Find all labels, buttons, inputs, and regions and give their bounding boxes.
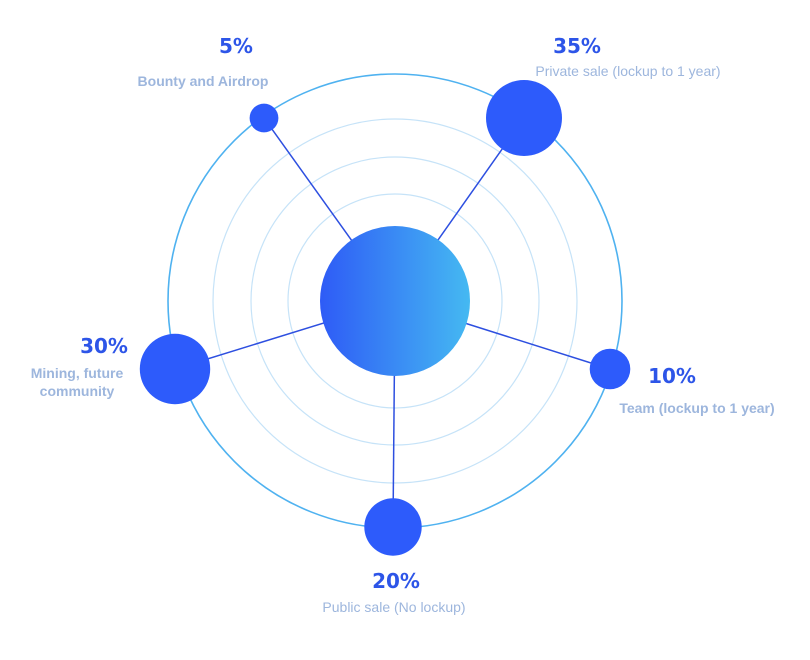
slice-label: Team (lockup to 1 year) xyxy=(619,400,774,416)
slice-percent: 30% xyxy=(80,334,128,358)
slice-bubble xyxy=(486,80,562,156)
slice-percent: 10% xyxy=(648,364,696,388)
slice-percent: 35% xyxy=(553,34,601,58)
center-circle xyxy=(320,226,470,376)
slice-bubble xyxy=(364,498,422,556)
inner-ring xyxy=(250,156,540,446)
slice-percent: 5% xyxy=(219,34,253,58)
inner-ring xyxy=(287,193,503,409)
slice-labels: 35% Private sale (lockup to 1 year) 10% … xyxy=(31,34,775,615)
slice-bubble xyxy=(139,333,211,405)
slice-label: Public sale (No lockup) xyxy=(322,599,465,615)
inner-ring xyxy=(212,118,578,484)
slice-percent: 20% xyxy=(372,569,420,593)
slice-bubble xyxy=(589,348,631,390)
slice-label: Private sale (lockup to 1 year) xyxy=(535,63,720,79)
slice-bubble xyxy=(249,103,279,133)
slice-bubbles xyxy=(139,80,631,556)
slice-label: Bounty and Airdrop xyxy=(138,73,269,89)
